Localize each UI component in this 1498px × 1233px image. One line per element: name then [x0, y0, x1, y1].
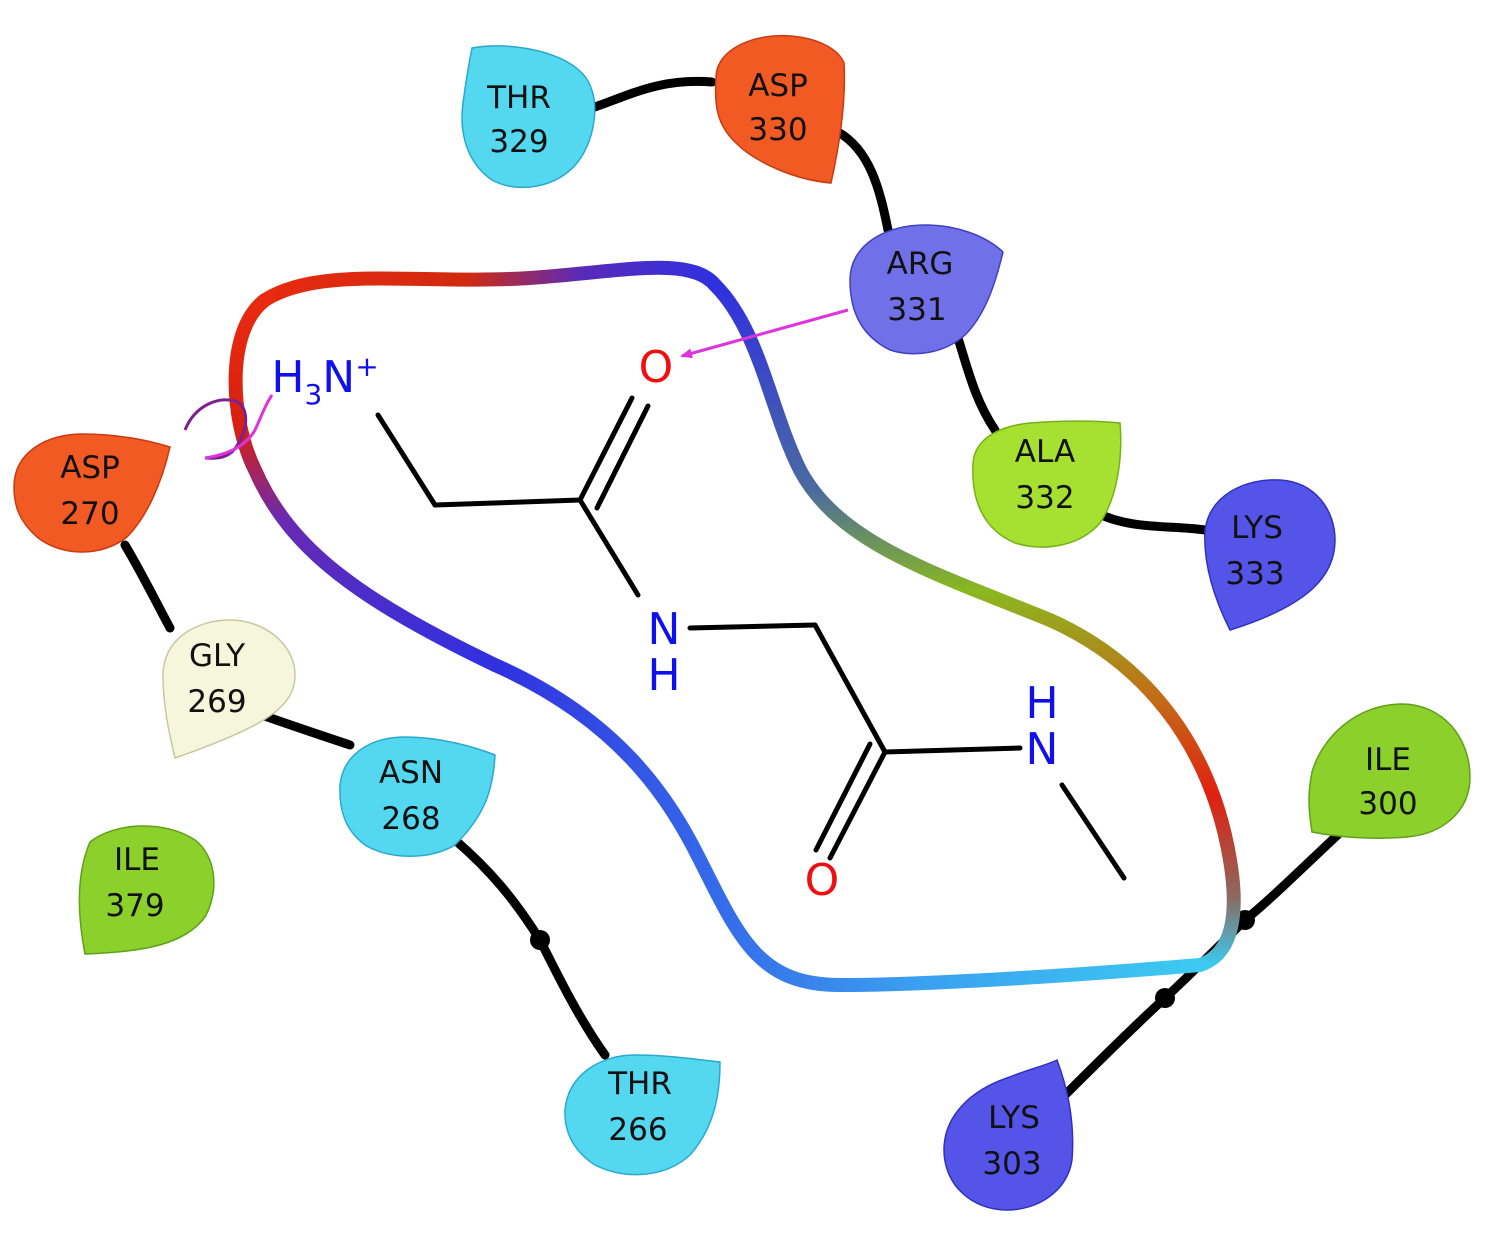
residue-shape	[1204, 479, 1336, 631]
pocket-outline	[228, 260, 1241, 993]
bond-n-methyl	[1059, 782, 1127, 881]
residue-name: LYS	[988, 1100, 1040, 1136]
pocket-outline-top	[258, 260, 722, 307]
salt-bridge-curve	[183, 398, 248, 460]
backbone-break-dot	[530, 930, 550, 950]
backbone-329-330	[587, 76, 717, 113]
residue-number: 269	[187, 684, 246, 720]
residue-name: ASN	[379, 755, 443, 791]
residue-number: 329	[489, 124, 548, 160]
bond-c1-nh	[577, 497, 641, 598]
residue-name: THR	[486, 80, 551, 116]
residue-thr-329: THR 329	[461, 45, 596, 189]
oxygen-top: O	[639, 342, 674, 393]
backbone-268-266	[450, 835, 610, 1060]
residue-name: GLY	[189, 638, 245, 674]
pocket-outline-bottom	[488, 658, 1207, 993]
residue-number: 300	[1358, 786, 1417, 822]
residue-number: 268	[381, 801, 440, 837]
bond-ch2-c1	[432, 497, 583, 508]
residue-shape	[78, 825, 215, 955]
residue-name: ALA	[1015, 434, 1075, 470]
amine-group: H3N+	[271, 350, 378, 411]
residue-asp-330: ASP 330	[714, 34, 846, 184]
residue-name: LYS	[1231, 510, 1283, 546]
residue-thr-266: THR 266	[564, 1054, 721, 1176]
bond-c2-o-double-a	[827, 749, 888, 861]
bond-nh-ch2	[687, 622, 818, 631]
hbond-arrow	[680, 308, 849, 359]
residue-name: ILE	[114, 842, 160, 878]
backbone-269-268	[257, 710, 355, 750]
residue-shape	[13, 433, 171, 553]
residue-arg-331: ARG 331	[849, 224, 1004, 355]
residue-number: 330	[748, 112, 807, 148]
residue-shape	[339, 736, 496, 857]
pocket-outline-right	[708, 278, 1241, 972]
pocket-outline-left	[228, 293, 502, 672]
bond-n-ch2	[375, 412, 438, 508]
amide-n1: N	[648, 604, 681, 655]
residue-lys-333: LYS 333	[1204, 479, 1336, 631]
backbone-330-331	[833, 127, 893, 235]
residue-number: 270	[60, 496, 119, 532]
residue-shape	[1308, 703, 1471, 839]
residue-shape	[849, 224, 1004, 355]
amide-h2: H	[1025, 678, 1058, 729]
bond-c2-nh	[882, 745, 1023, 755]
backbone-270-269	[120, 540, 175, 633]
residue-name: THR	[607, 1066, 672, 1102]
amide-n2: N	[1026, 724, 1059, 775]
salt-bridge-line	[204, 394, 274, 460]
backbone-break-dot	[1155, 988, 1175, 1008]
residue-name: ASP	[748, 68, 808, 104]
residue-shape	[162, 619, 296, 759]
residue-name: ARG	[887, 246, 954, 282]
ligand-bonds	[375, 395, 1127, 881]
bond-c2-o-double-b	[813, 741, 873, 853]
residue-asp-270: ASP 270	[13, 433, 171, 553]
residue-asn-268: ASN 268	[339, 736, 496, 857]
residue-shape	[714, 34, 846, 184]
residue-shape	[564, 1054, 721, 1176]
residue-number: 331	[887, 292, 946, 328]
residue-ile-300: ILE 300	[1308, 703, 1471, 839]
bond-ch2-c2	[812, 622, 888, 755]
residue-name: ILE	[1365, 742, 1411, 778]
backbone-331-332	[953, 333, 1000, 435]
residue-name: ASP	[60, 450, 120, 486]
backbone-lines	[120, 76, 1350, 1100]
residue-number: 332	[1015, 480, 1074, 516]
residue-ala-332: ALA 332	[972, 420, 1122, 548]
residue-ile-379: ILE 379	[78, 825, 215, 955]
residue-shape	[972, 420, 1122, 548]
interactions	[183, 308, 849, 460]
bond-c1-o-double-b	[594, 403, 651, 511]
residue-shape	[461, 45, 596, 189]
oxygen-bottom: O	[805, 855, 840, 906]
bond-c1-o-double-a	[577, 395, 635, 503]
residue-number: 303	[982, 1146, 1041, 1182]
amide-h1: H	[647, 650, 680, 701]
residue-number: 333	[1225, 556, 1284, 592]
residue-number: 379	[105, 888, 164, 924]
residue-gly-269: GLY 269	[162, 619, 296, 759]
backbone-332-333	[1090, 507, 1210, 535]
ligand-atoms: H3N+ O N H H N O	[271, 342, 1058, 906]
residue-lys-303: LYS 303	[943, 1058, 1074, 1211]
residue-number: 266	[608, 1112, 667, 1148]
residue-shape	[943, 1058, 1074, 1211]
